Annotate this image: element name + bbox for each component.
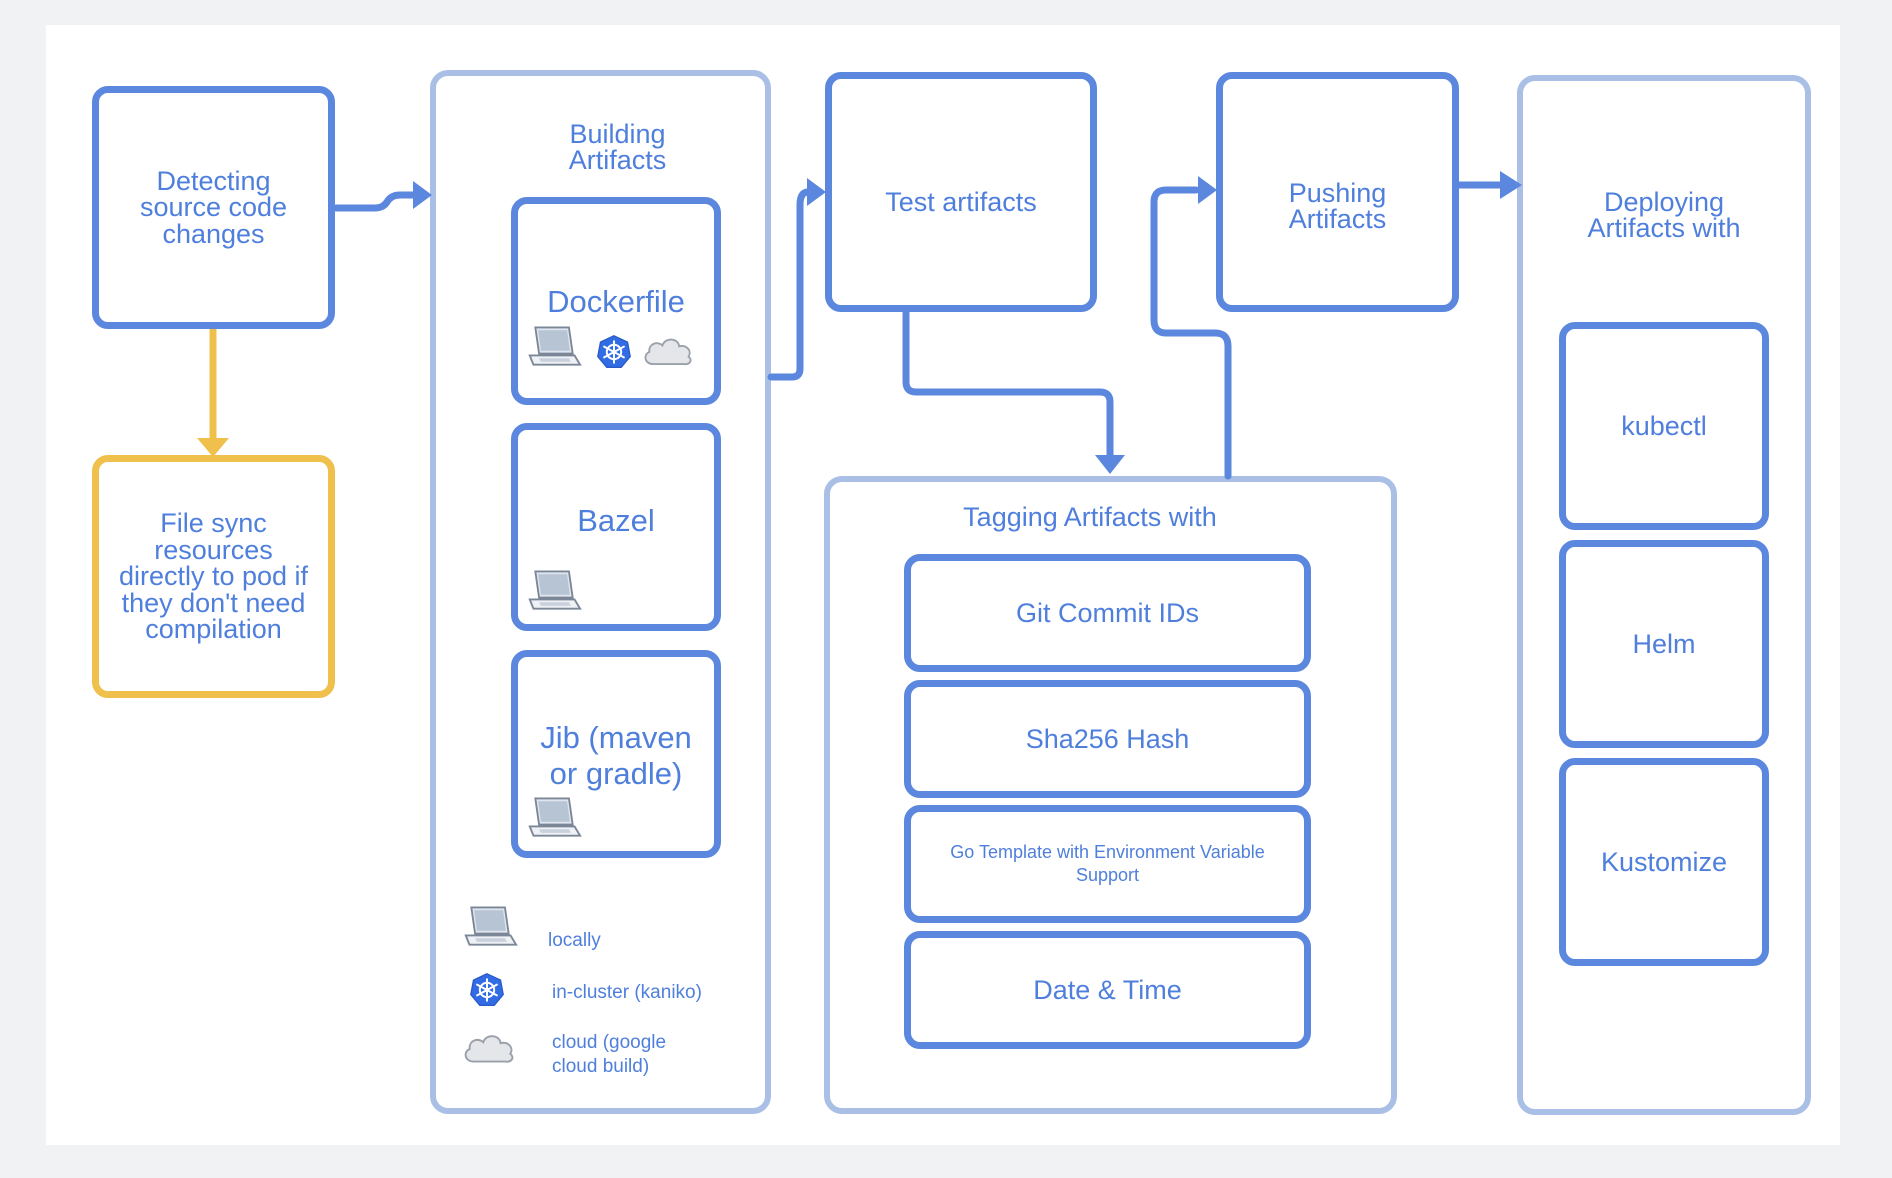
deploy-kustomize-box: Kustomize <box>1559 758 1769 966</box>
cloud-icon <box>640 332 696 370</box>
kubernetes-icon <box>596 334 632 370</box>
deploy-kustomize-label: Kustomize <box>1600 846 1728 877</box>
deploy-kubectl-label: kubectl <box>1621 410 1707 441</box>
tag-date-time-box: Date & Time <box>904 931 1311 1049</box>
tag-sha256-label: Sha256 Hash <box>1025 723 1190 754</box>
test-artifacts-box: Test artifacts <box>825 72 1097 312</box>
laptop-icon <box>526 793 582 843</box>
laptop-icon <box>526 322 582 372</box>
legend-cloud: cloud (google cloud build) <box>552 1032 667 1077</box>
legend-locally: locally <box>548 930 601 951</box>
tag-date-time-label: Date & Time <box>1033 974 1182 1005</box>
dockerfile-label: Dockerfile <box>547 284 685 319</box>
legend-in-cluster: in-cluster (kaniko) <box>552 982 702 1003</box>
tag-go-template-label: Go Template with Environment Variable Su… <box>950 841 1265 885</box>
detecting-changes-box: Detecting source code changes <box>92 86 335 329</box>
detecting-changes-label: Detecting source code changes <box>139 165 288 249</box>
test-artifacts-label: Test artifacts <box>885 187 1037 217</box>
building-artifacts-title: Building Artifacts <box>568 119 667 176</box>
tag-git-commit-box: Git Commit IDs <box>904 554 1311 672</box>
tagging-artifacts-title: Tagging Artifacts with <box>963 502 1217 532</box>
file-sync-box: File sync resources directly to pod if t… <box>92 455 335 698</box>
cloud-icon <box>460 1028 518 1068</box>
deploy-kubectl-box: kubectl <box>1559 322 1769 530</box>
jib-label: Jib (maven or gradle) <box>540 720 692 791</box>
tag-git-commit-label: Git Commit IDs <box>1015 597 1199 628</box>
tag-sha256-box: Sha256 Hash <box>904 680 1311 798</box>
pushing-artifacts-label: Pushing Artifacts <box>1288 178 1387 235</box>
dockerfile-box: Dockerfile <box>511 197 721 405</box>
deploy-helm-box: Helm <box>1559 540 1769 748</box>
tag-go-template-box: Go Template with Environment Variable Su… <box>904 805 1311 923</box>
laptop-icon <box>526 566 582 616</box>
deploying-artifacts-title: Deploying Artifacts with <box>1587 187 1741 244</box>
kubernetes-icon <box>469 972 505 1008</box>
pushing-artifacts-box: Pushing Artifacts <box>1216 72 1459 312</box>
bazel-label: Bazel <box>577 503 655 539</box>
deploy-helm-label: Helm <box>1632 628 1696 659</box>
laptop-icon <box>462 902 518 952</box>
file-sync-label: File sync resources directly to pod if t… <box>118 508 309 645</box>
